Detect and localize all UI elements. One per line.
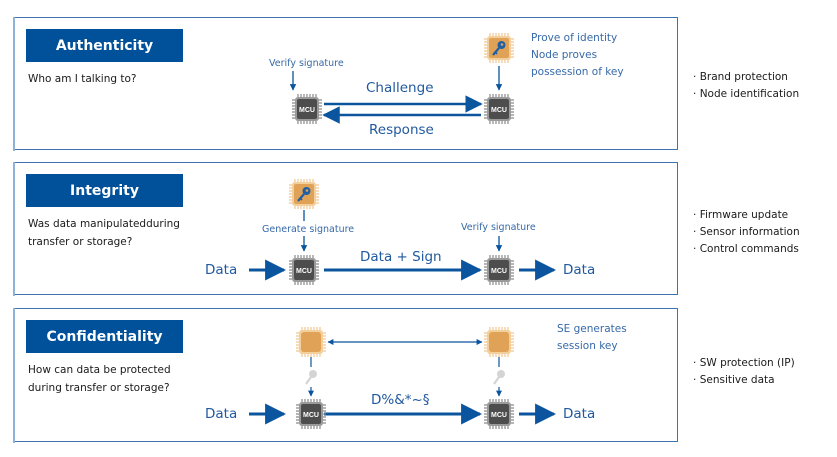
use-case-list: Brand protection Node identification — [693, 69, 799, 103]
svg-text:MCU: MCU — [491, 107, 507, 114]
svg-text:MCU: MCU — [491, 268, 507, 275]
panel-title: Confidentiality — [26, 320, 183, 353]
data-out-label: Data — [563, 262, 596, 278]
payload-label: Data + Sign — [360, 249, 442, 265]
use-case-item: Sensitive data — [693, 372, 795, 389]
svg-text:MCU: MCU — [303, 412, 319, 419]
mcu-chip-icon: MCU — [288, 254, 320, 286]
secure-element-key-icon — [483, 32, 515, 64]
panel-title: Authenticity — [26, 29, 183, 62]
payload-label: D%&*~§ — [371, 392, 430, 408]
mcu-chip-icon: MCU — [483, 398, 515, 430]
note-line: session key — [557, 340, 618, 352]
svg-text:MCU: MCU — [299, 107, 315, 114]
session-key-note: SE generates session key — [557, 321, 627, 355]
verify-signature-label: Verify signature — [269, 58, 344, 69]
data-out-label: Data — [563, 406, 596, 422]
response-label: Response — [369, 122, 434, 138]
svg-text:MCU: MCU — [491, 412, 507, 419]
data-in-label: Data — [205, 262, 238, 278]
use-case-item: Firmware update — [693, 207, 800, 224]
note-line: Node proves — [531, 49, 598, 61]
panel-question: Who am I talking to? — [28, 73, 137, 85]
session-key-icon — [305, 370, 317, 385]
panel-authenticity: Authenticity Who am I talking to? Verify… — [12, 16, 679, 151]
challenge-label: Challenge — [366, 80, 434, 96]
panel-question: How can data be protected during transfe… — [28, 364, 171, 394]
mcu-chip-icon: MCU — [291, 93, 323, 125]
note-line: Prove of identity — [531, 32, 618, 44]
use-case-list: Firmware update Sensor information Contr… — [693, 207, 800, 258]
verify-signature-label: Verify signature — [461, 222, 536, 233]
mcu-chip-icon: MCU — [483, 254, 515, 286]
panel-integrity: Integrity Was data manipulatedduring tra… — [12, 161, 679, 296]
diagram: Verify signature Challenge Response Prov… — [14, 18, 679, 151]
diagram: Generate signature Verify signature Data… — [14, 163, 679, 296]
panel-confidentiality: Confidentiality How can data be protecte… — [12, 307, 679, 443]
data-in-label: Data — [205, 406, 238, 422]
diagram: SE generates session key Data D%&*~§ Dat… — [14, 309, 679, 442]
secure-element-chip-icon — [295, 326, 327, 358]
panel-question: Was data manipulatedduring transfer or s… — [28, 218, 180, 248]
panel-title: Integrity — [26, 174, 183, 207]
generate-signature-label: Generate signature — [262, 224, 355, 235]
secure-element-key-icon — [288, 178, 320, 210]
secure-element-chip-icon — [483, 326, 515, 358]
note-line: SE generates — [557, 323, 627, 335]
use-case-item: Sensor information — [693, 224, 800, 241]
svg-text:MCU: MCU — [296, 268, 312, 275]
use-case-item: Brand protection — [693, 69, 799, 86]
use-case-item: SW protection (IP) — [693, 355, 795, 372]
mcu-chip-icon: MCU — [483, 93, 515, 125]
session-key-icon — [493, 370, 505, 385]
mcu-chip-icon: MCU — [295, 398, 327, 430]
use-case-list: SW protection (IP) Sensitive data — [693, 355, 795, 389]
prove-identity-note: Prove of identity Node proves possession… — [531, 30, 624, 81]
note-line: possession of key — [531, 66, 624, 78]
use-case-item: Control commands — [693, 241, 800, 258]
use-case-item: Node identification — [693, 86, 799, 103]
